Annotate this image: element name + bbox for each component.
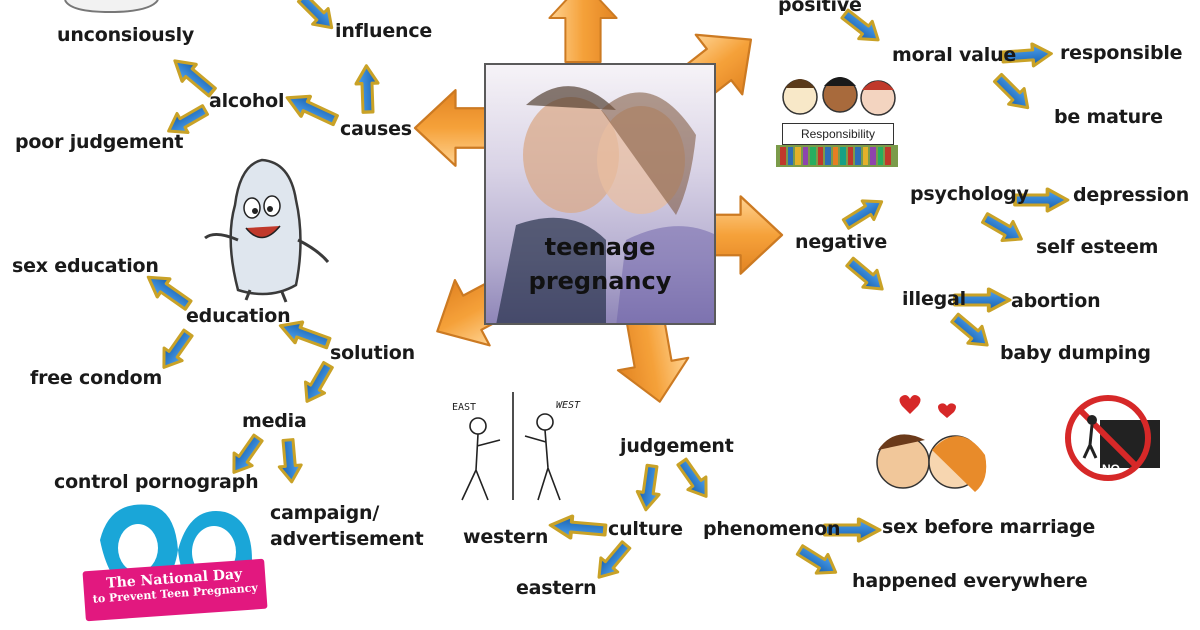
responsibility-sign: Responsibility [782, 123, 894, 145]
responsibility-kids-illustration [776, 77, 898, 167]
node-illegal: illegal [902, 288, 966, 310]
center-topic-card: teenage pregnancy [484, 63, 716, 325]
blue-arrow-illegal-babydumping [948, 310, 994, 354]
node-education: education [186, 305, 290, 327]
node-culture: culture [608, 518, 683, 540]
node-sex-education: sex education [12, 255, 159, 277]
node-causes: causes [340, 118, 412, 140]
blue-arrow-causes-alcohol [283, 88, 340, 130]
orange-arrow-down [610, 312, 695, 408]
node-solution: solution [330, 342, 415, 364]
node-influence: influence [335, 20, 432, 42]
node-be-mature: be mature [1054, 106, 1163, 128]
node-baby-dumping: baby dumping [1000, 342, 1151, 364]
node-happened-everywhere: happened everywhere [852, 570, 1087, 592]
node-positive: positive [778, 0, 862, 16]
kissing-couple-illustration [877, 395, 986, 492]
node-sex-before-marriage: sex before marriage [882, 516, 1095, 538]
node-control-pornograph: control pornograph [54, 471, 258, 493]
node-phenomenon: phenomenon [703, 518, 840, 540]
node-psychology: psychology [910, 183, 1029, 205]
node-campaign-advertisement: campaign/ advertisement [270, 500, 410, 552]
condom-mascot-illustration [205, 160, 328, 302]
blue-arrow-causes-influence [355, 65, 379, 112]
jar-illustration [65, 0, 158, 12]
blue-arrow-culture-western [550, 514, 606, 541]
node-self-esteem: self esteem [1036, 236, 1158, 258]
node-poor-judgement: poor judgement [15, 131, 183, 153]
node-moral-value: moral value [892, 44, 1016, 66]
no-sign-text: NO [1102, 462, 1120, 476]
west-caption: WEST [556, 400, 580, 411]
node-alcohol: alcohol [209, 90, 284, 112]
blue-arrow-psychology-selfesteem [980, 208, 1027, 248]
node-depression: depression [1073, 184, 1189, 206]
node-media: media [242, 410, 307, 432]
orange-arrow-up [549, 0, 616, 62]
blue-arrow-judgement-phenomenon [673, 456, 715, 503]
blue-arrow-negative-psychology [840, 192, 887, 233]
blue-arrow-judgement-culture [635, 464, 663, 511]
blue-arrow-media-campaign [277, 439, 303, 483]
node-abortion: abortion [1011, 290, 1100, 312]
east-west-illustration [462, 392, 560, 500]
node-western: western [463, 526, 548, 548]
node-responsible: responsible [1060, 42, 1182, 64]
node-judgement: judgement [620, 435, 734, 457]
node-eastern: eastern [516, 577, 596, 599]
blue-arrow-phenomenon-happened [794, 541, 841, 582]
blue-arrow-culture-eastern [591, 538, 635, 584]
east-caption: EAST [452, 402, 476, 413]
blue-arrow-moral-mature [990, 70, 1035, 115]
node-free-condom: free condom [30, 367, 162, 389]
center-title-line2: pregnancy [486, 264, 714, 298]
node-unconsiously: unconsiously [57, 24, 194, 46]
blue-arrow-top-influence [294, 0, 339, 35]
blue-arrow-solution-media [297, 360, 337, 407]
blue-arrow-negative-illegal [843, 254, 889, 298]
node-negative: negative [795, 231, 887, 253]
center-title-line1: teenage [486, 230, 714, 264]
